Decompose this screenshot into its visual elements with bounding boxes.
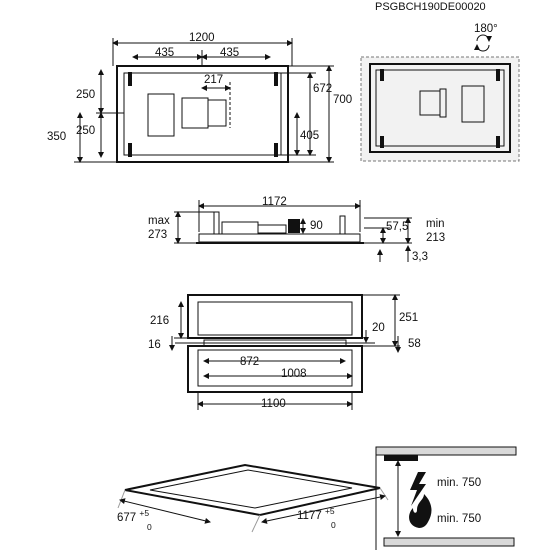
dim-251: 251 (399, 312, 419, 324)
dim-cutout-depth: 677 +5 (117, 509, 149, 525)
dim-bottom: 3,3 (412, 251, 428, 263)
cutout-width-value: 1177 (297, 510, 322, 522)
flame-icon (409, 494, 432, 528)
dim-left-upper: 250 (76, 89, 96, 101)
dim-20: 20 (372, 322, 385, 334)
dim-side-width: 1172 (262, 196, 287, 208)
dim-1008: 1008 (281, 368, 307, 380)
dim-1100: 1100 (261, 398, 286, 410)
dim-58: 58 (408, 338, 421, 350)
min-value: 213 (426, 232, 446, 244)
dim-right-672: 672 (313, 83, 333, 95)
max-label: max (148, 215, 170, 227)
dim-left-lower: 250 (76, 125, 96, 137)
gas-min-distance: min. 750 (437, 513, 482, 525)
distance-view-drawing (375, 446, 517, 550)
section-view-drawing (169, 294, 401, 410)
dim-duct-offset: 217 (204, 74, 224, 86)
dim-gap: 57,5 (386, 221, 409, 233)
dim-duct-height: 90 (310, 220, 323, 232)
rotation-label: 180° (474, 23, 498, 35)
dim-cutout-width: 1177 +5 (297, 507, 335, 523)
dim-216: 216 (150, 315, 170, 327)
dim-offset-right: 435 (220, 47, 240, 59)
max-value: 273 (148, 229, 168, 241)
cutout-width-tol-lower: 0 (331, 520, 336, 530)
cutout-depth-tol-lower: 0 (147, 522, 152, 532)
cutout-depth-value: 677 (117, 512, 137, 524)
dim-right-700: 700 (333, 94, 353, 106)
cutout-view-drawing (117, 463, 389, 533)
dim-872: 872 (240, 356, 260, 368)
lightning-icon (410, 472, 426, 506)
cutout-depth-tol-upper: +5 (139, 508, 150, 518)
dim-offset-left: 435 (155, 47, 175, 59)
electric-min-distance: min. 750 (437, 477, 482, 489)
side-view-drawing (174, 200, 412, 262)
top-view-drawing (74, 38, 334, 163)
dim-width-total: 1200 (189, 32, 215, 44)
dim-16: 16 (148, 339, 161, 351)
dim-left-total: 350 (47, 131, 67, 143)
min-label: min (426, 218, 445, 230)
model-code: PSGBCH190DE00020 (375, 1, 486, 13)
rotated-variant-drawing (360, 34, 520, 162)
cutout-width-tol-upper: +5 (324, 506, 335, 516)
dim-right-405: 405 (300, 130, 320, 142)
